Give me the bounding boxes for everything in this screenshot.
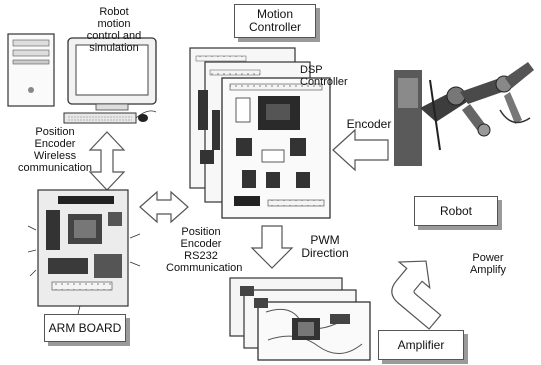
motion-controller-box: Motion Controller (234, 4, 316, 38)
dsp-controller-label: DSP Controller (300, 64, 370, 88)
rs232-double-arrow (140, 192, 188, 222)
power-amplify-label: Power Amplify (464, 252, 512, 276)
robot-arm-photo (388, 62, 538, 170)
robot-box: Robot (414, 196, 498, 226)
pc-caption: Robot motion control and simulation (84, 6, 144, 54)
encoder-arrow (333, 130, 388, 170)
pwm-label: PWM Direction (298, 234, 352, 260)
arm-board-box: ARM BOARD (44, 314, 126, 342)
wireless-double-arrow (90, 132, 124, 190)
encoder-label: Encoder (344, 118, 394, 130)
rs232-label: Position Encoder RS232 Communication (166, 226, 236, 274)
amplifier-boards-photo (230, 278, 370, 360)
pwm-arrow (252, 226, 292, 268)
power-amplify-arrow (379, 248, 462, 329)
circuit-board-photo (28, 190, 140, 314)
wireless-label: Position Encoder Wireless communication (18, 126, 92, 174)
amplifier-box: Amplifier (378, 330, 464, 360)
